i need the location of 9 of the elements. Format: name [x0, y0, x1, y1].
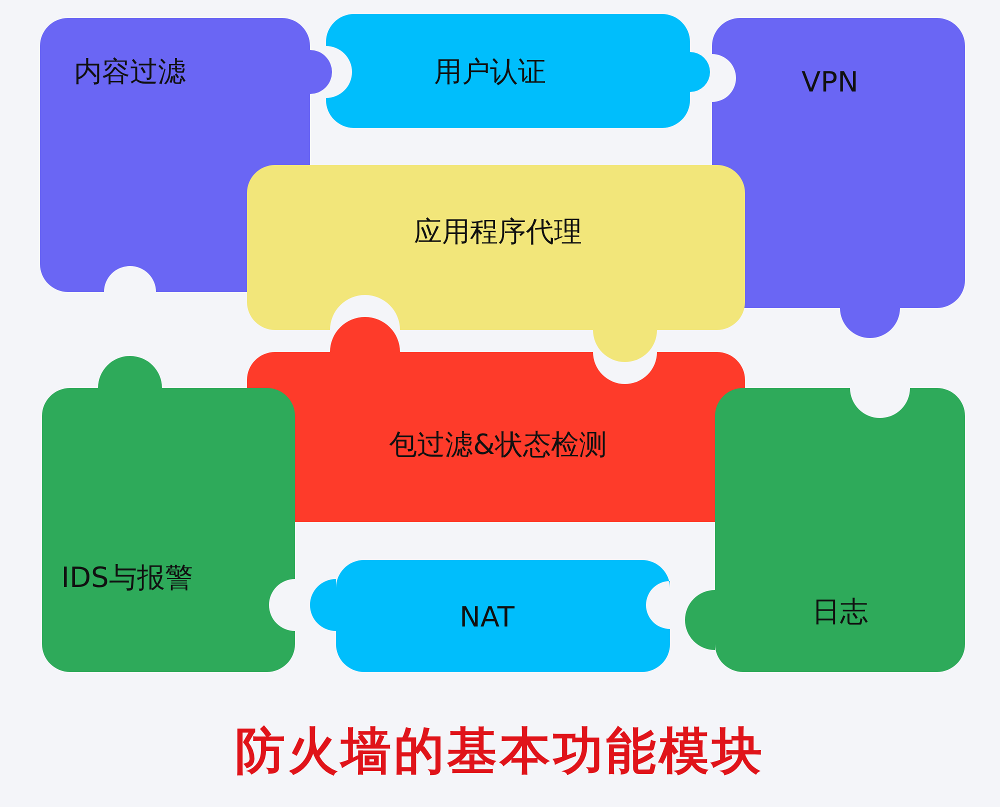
piece-label: VPN [802, 66, 858, 98]
piece-label: 应用程序代理 [414, 214, 582, 250]
piece-label: 内容过滤 [74, 54, 186, 90]
piece-label: 用户认证 [434, 54, 546, 90]
piece-label: NAT [459, 600, 515, 634]
piece-label: 包过滤&状态检测 [389, 427, 607, 463]
title: 防火墙的基本功能模块 [235, 722, 765, 780]
piece-label: IDS与报警 [61, 560, 193, 596]
piece-label: 日志 [812, 594, 868, 630]
